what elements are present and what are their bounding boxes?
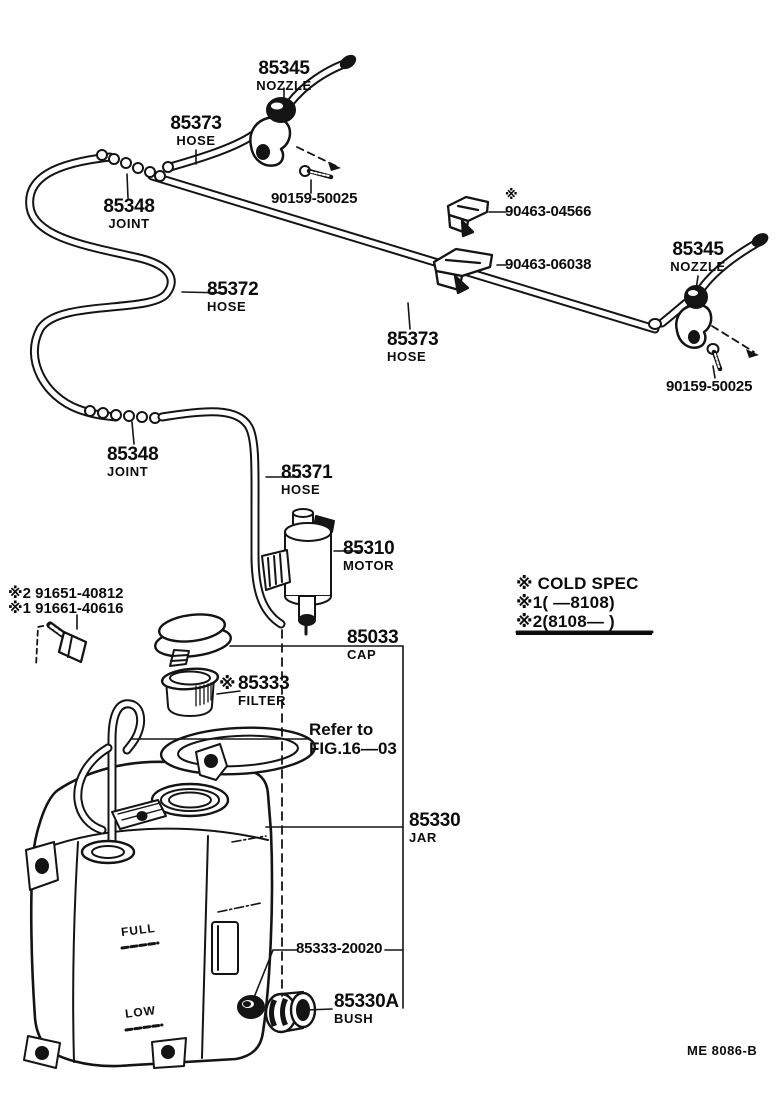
part-number: 85373 bbox=[170, 113, 222, 134]
part-number: 90159-50025 bbox=[271, 190, 358, 207]
label-filter: 85333 FILTER bbox=[238, 673, 290, 708]
cold-spec-mark: ※2 bbox=[8, 585, 31, 602]
label-hose-85372: 85372 HOSE bbox=[207, 279, 259, 314]
label-grommet: 85333-20020 bbox=[296, 941, 382, 957]
part-name: NOZZLE bbox=[256, 77, 312, 93]
screw-left-drawing bbox=[296, 146, 341, 180]
part-number: 90463-06038 bbox=[505, 256, 592, 273]
label-motor: 85310 MOTOR bbox=[343, 538, 395, 573]
label-bolt-alt-1: ※1 91661-40616 bbox=[8, 601, 124, 617]
part-number: 85330 bbox=[409, 810, 461, 831]
hose-diagonal-drawing bbox=[147, 171, 660, 334]
bush-85330A-drawing bbox=[264, 990, 317, 1034]
part-name: HOSE bbox=[387, 348, 427, 364]
cold-spec-alt1: ※1( —8108) bbox=[516, 593, 615, 612]
label-joint-top: 85348 JOINT bbox=[87, 197, 171, 231]
cold-spec-mark: ※1 bbox=[8, 600, 31, 617]
cap-drawing bbox=[154, 613, 232, 667]
label-screw-left: 90159-50025 bbox=[271, 191, 357, 207]
part-name: MOTOR bbox=[343, 557, 395, 573]
label-bolt-alt-2: ※2 91651-40812 bbox=[8, 586, 124, 602]
label-clip-large: 90463-06038 bbox=[505, 257, 591, 273]
hose-85372-drawing bbox=[25, 152, 176, 422]
label-filter-mark: ※ bbox=[219, 675, 236, 693]
label-refer-to-figure: Refer to FIG.16—03 bbox=[309, 720, 397, 758]
joint-top-drawing bbox=[96, 149, 174, 182]
part-name: HOSE bbox=[281, 481, 321, 497]
part-name: JAR bbox=[409, 829, 437, 845]
part-number: 85345 bbox=[672, 239, 724, 260]
part-number: 90159-50025 bbox=[666, 378, 753, 395]
jar-drawing bbox=[23, 699, 317, 1069]
part-name: HOSE bbox=[207, 298, 247, 314]
part-number: 85348 bbox=[107, 444, 159, 465]
part-number: 85330A bbox=[334, 991, 399, 1012]
label-clip-small-mark: ※ bbox=[505, 188, 518, 202]
label-joint-bottom: 85348 JOINT bbox=[107, 444, 159, 479]
label-clip-small: 90463-04566 bbox=[505, 204, 591, 220]
nozzle-right-drawing bbox=[648, 233, 769, 349]
cold-spec-mark: ※ bbox=[505, 187, 518, 202]
screw-right-drawing bbox=[706, 325, 759, 372]
label-nozzle-right: 85345 NOZZLE bbox=[652, 240, 744, 274]
refer-line-2: FIG.16—03 bbox=[309, 738, 397, 758]
figure-code: ME 8086-B bbox=[687, 1044, 757, 1058]
part-number: 85348 bbox=[103, 196, 155, 217]
part-number: 85033 bbox=[347, 627, 399, 648]
part-name: JOINT bbox=[107, 463, 149, 479]
part-number: 85371 bbox=[281, 462, 333, 483]
nozzle-left-drawing bbox=[249, 97, 296, 167]
part-number: 85345 bbox=[258, 58, 310, 79]
cold-spec-mark: ※ bbox=[219, 674, 236, 693]
part-number: 90463-04566 bbox=[505, 203, 592, 220]
label-nozzle-left: 85345 NOZZLE bbox=[238, 59, 330, 93]
joint-bottom-drawing bbox=[84, 405, 161, 424]
part-name: CAP bbox=[347, 646, 377, 662]
part-number: 85333 bbox=[238, 673, 290, 694]
label-hose-top: 85373 HOSE bbox=[154, 114, 238, 148]
part-name: NOZZLE bbox=[670, 258, 726, 274]
label-bush: 85330A BUSH bbox=[334, 992, 399, 1026]
part-number: 85372 bbox=[207, 279, 259, 300]
leader-lines bbox=[76, 87, 716, 1011]
cold-spec-alt2: ※2(8108— ) bbox=[516, 612, 652, 635]
filter-drawing bbox=[160, 667, 220, 717]
part-name: JOINT bbox=[108, 215, 150, 231]
bolt-drawing bbox=[35, 621, 88, 667]
figure-code-text: ME 8086-B bbox=[687, 1043, 758, 1058]
part-number: 85373 bbox=[387, 329, 439, 350]
cold-spec-note: ※ COLD SPEC ※1( —8108) ※2(8108— ) bbox=[516, 574, 652, 635]
cold-spec-title: ※ COLD SPEC bbox=[516, 574, 639, 593]
clip-90463-04566-drawing bbox=[446, 195, 490, 238]
label-jar: 85330 JAR bbox=[409, 810, 461, 845]
clip-90463-06038-drawing bbox=[432, 247, 494, 295]
part-number: 85333-20020 bbox=[296, 940, 383, 957]
motor-drawing bbox=[261, 508, 335, 636]
part-name: BUSH bbox=[334, 1010, 374, 1026]
bush-small-drawing bbox=[237, 995, 265, 1019]
part-name: FILTER bbox=[238, 692, 287, 708]
refer-line-1: Refer to bbox=[309, 720, 374, 739]
part-number: 91651-40812 bbox=[35, 585, 124, 602]
label-hose-85371: 85371 HOSE bbox=[281, 462, 333, 497]
part-number: 85310 bbox=[343, 538, 395, 559]
part-name: HOSE bbox=[176, 132, 216, 148]
part-number: 91661-40616 bbox=[35, 600, 124, 617]
label-hose-mid: 85373 HOSE bbox=[387, 329, 439, 364]
label-screw-right: 90159-50025 bbox=[666, 379, 752, 395]
hose-85371-drawing bbox=[157, 407, 286, 629]
label-cap: 85033 CAP bbox=[347, 627, 399, 662]
